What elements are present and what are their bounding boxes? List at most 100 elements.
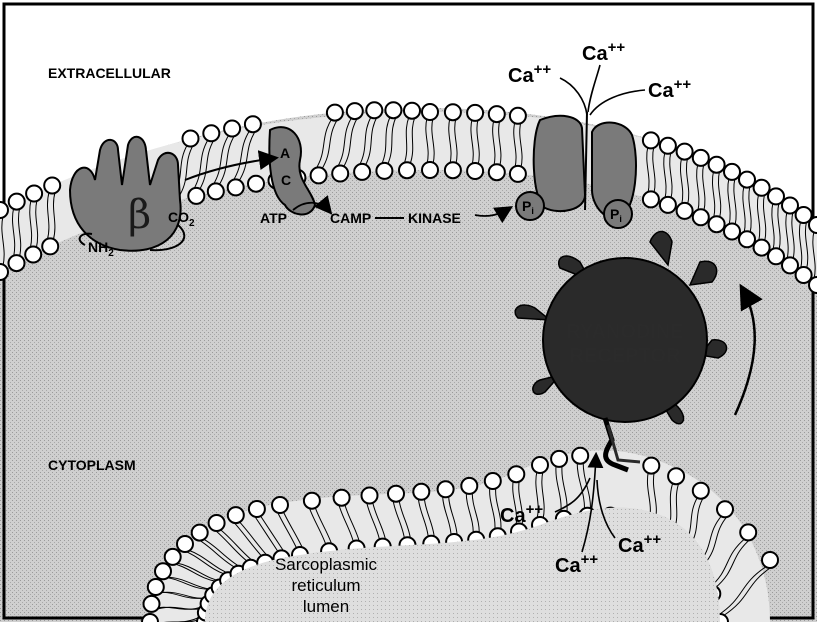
lipid-head (332, 166, 348, 182)
lipid-head (224, 121, 240, 137)
cytoplasm-label: CYTOPLASM (48, 457, 136, 473)
lipid-head (404, 103, 420, 119)
lipid-head (693, 209, 709, 225)
lipid-head (366, 102, 382, 118)
lipid-head (144, 596, 160, 612)
lipid-head (203, 125, 219, 141)
atp-label: ATP (260, 210, 287, 226)
ryanodine-label-line2: RECEPTOR (570, 345, 681, 367)
lipid-head (25, 247, 41, 263)
ac-a-label: A (280, 145, 290, 161)
lipid-head (422, 104, 438, 120)
lipid-head (438, 481, 454, 497)
lipid-head (26, 186, 42, 202)
lipid-head (754, 180, 770, 196)
lipid-head (228, 507, 244, 523)
lipid-head (192, 525, 208, 541)
lipid-head (445, 162, 461, 178)
lipid-head (724, 224, 740, 240)
lipid-head (142, 614, 158, 622)
lipid-head (422, 162, 438, 178)
lipid-head (0, 202, 8, 218)
lipid-head (660, 138, 676, 154)
lipid-head (44, 178, 60, 194)
lipid-head (461, 478, 477, 494)
lipid-head (643, 132, 659, 148)
sr-lumen-label-line3: lumen (303, 597, 349, 616)
lipid-head (467, 105, 483, 121)
lipid-head (739, 172, 755, 188)
lipid-head (467, 163, 483, 179)
lipid-head (668, 468, 684, 484)
lipid-head (754, 240, 770, 256)
lipid-head (148, 579, 164, 595)
sr-lumen-label-line1: Sarcoplasmic (275, 555, 378, 574)
lipid-head (228, 179, 244, 195)
lipid-head (508, 466, 524, 482)
lipid-head (724, 164, 740, 180)
lipid-head (717, 501, 733, 517)
lipid-head (709, 157, 725, 173)
lipid-head (399, 162, 415, 178)
lipid-head (768, 248, 784, 264)
lipid-head (9, 194, 25, 210)
lipid-head (249, 501, 265, 517)
ryanodine-label-line1: RYANODINE (566, 321, 683, 343)
lipid-head (489, 164, 505, 180)
lipid-head (155, 563, 171, 579)
lipid-head (188, 188, 204, 204)
lipid-head (532, 457, 548, 473)
lipid-head (248, 176, 264, 192)
lipid-head (643, 458, 659, 474)
lipid-head (311, 167, 327, 183)
lipid-head (572, 448, 588, 464)
lipid-head (347, 103, 363, 119)
lipid-head (413, 484, 429, 500)
lipid-head (489, 106, 505, 122)
lipid-head (334, 490, 350, 506)
lipid-head (693, 483, 709, 499)
beta-label: β (128, 192, 151, 238)
lipid-head (709, 216, 725, 232)
lipid-head (245, 116, 261, 132)
lipid-head (354, 164, 370, 180)
lipid-head (445, 104, 461, 120)
lipid-head (739, 231, 755, 247)
lipid-head (0, 264, 8, 280)
lipid-head (183, 131, 199, 147)
lipid-head (272, 497, 288, 513)
kinase-label: KINASE (408, 210, 461, 226)
lipid-head (660, 197, 676, 213)
lipid-head (385, 102, 401, 118)
lipid-head (209, 515, 225, 531)
lipid-head (42, 238, 58, 254)
sr-lumen-label-line2: reticulum (292, 576, 361, 595)
ac-c-label: C (281, 172, 291, 188)
lipid-head (551, 451, 567, 467)
lipid-head (510, 108, 526, 124)
lipid-head (677, 203, 693, 219)
lipid-head (165, 549, 181, 565)
lipid-head (388, 486, 404, 502)
lipid-head (809, 217, 817, 233)
lipid-head (376, 163, 392, 179)
lipid-head (740, 524, 756, 540)
extracellular-label: EXTRACELLULAR (48, 65, 171, 81)
lipid-head (643, 191, 659, 207)
lipid-head (677, 144, 693, 160)
lipid-head (208, 183, 224, 199)
lipid-head (485, 473, 501, 489)
lipid-head (693, 150, 709, 166)
lipid-head (768, 188, 784, 204)
lipid-head (177, 536, 193, 552)
lipid-head (9, 255, 25, 271)
lipid-head (327, 105, 343, 121)
camp-label: CAMP (330, 210, 371, 226)
lipid-head (762, 552, 778, 568)
lipid-head (510, 166, 526, 182)
lipid-head (362, 488, 378, 504)
lipid-head (304, 493, 320, 509)
lipid-head (809, 277, 817, 293)
